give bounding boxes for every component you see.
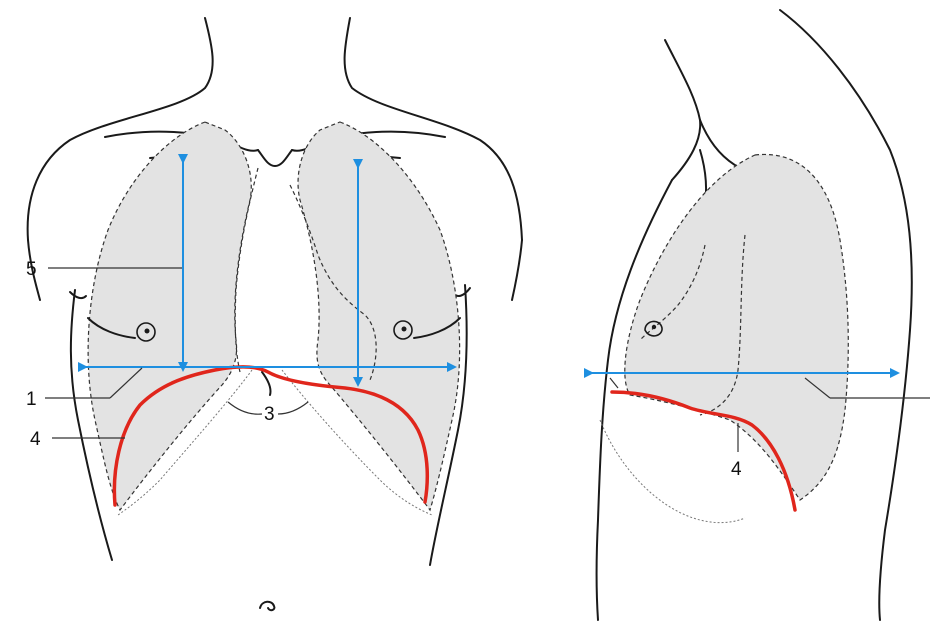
- right-lung: [298, 122, 460, 510]
- label-4-front: 4: [30, 429, 41, 450]
- front-left-axilla: [70, 292, 86, 298]
- sternal-notch: [258, 150, 292, 166]
- label-3: 3: [264, 404, 275, 425]
- angle-3-arc: [228, 402, 262, 414]
- navel: [260, 602, 274, 610]
- side-arm: [700, 120, 740, 168]
- leader-side-front-tick: [610, 378, 618, 388]
- side-neck-front: [665, 40, 700, 180]
- side-view: 4: [592, 10, 930, 620]
- side-costal-margin: [600, 420, 745, 523]
- angle-3-arc-right: [278, 402, 308, 414]
- xiphoid: [262, 372, 271, 395]
- left-lung: [88, 122, 251, 510]
- label-5: 5: [26, 259, 37, 280]
- label-1: 1: [26, 389, 37, 410]
- front-right-arm: [512, 240, 522, 300]
- label-4-side: 4: [731, 459, 742, 480]
- front-right-axilla: [454, 288, 470, 296]
- front-view: 5 1 4 3: [26, 18, 522, 610]
